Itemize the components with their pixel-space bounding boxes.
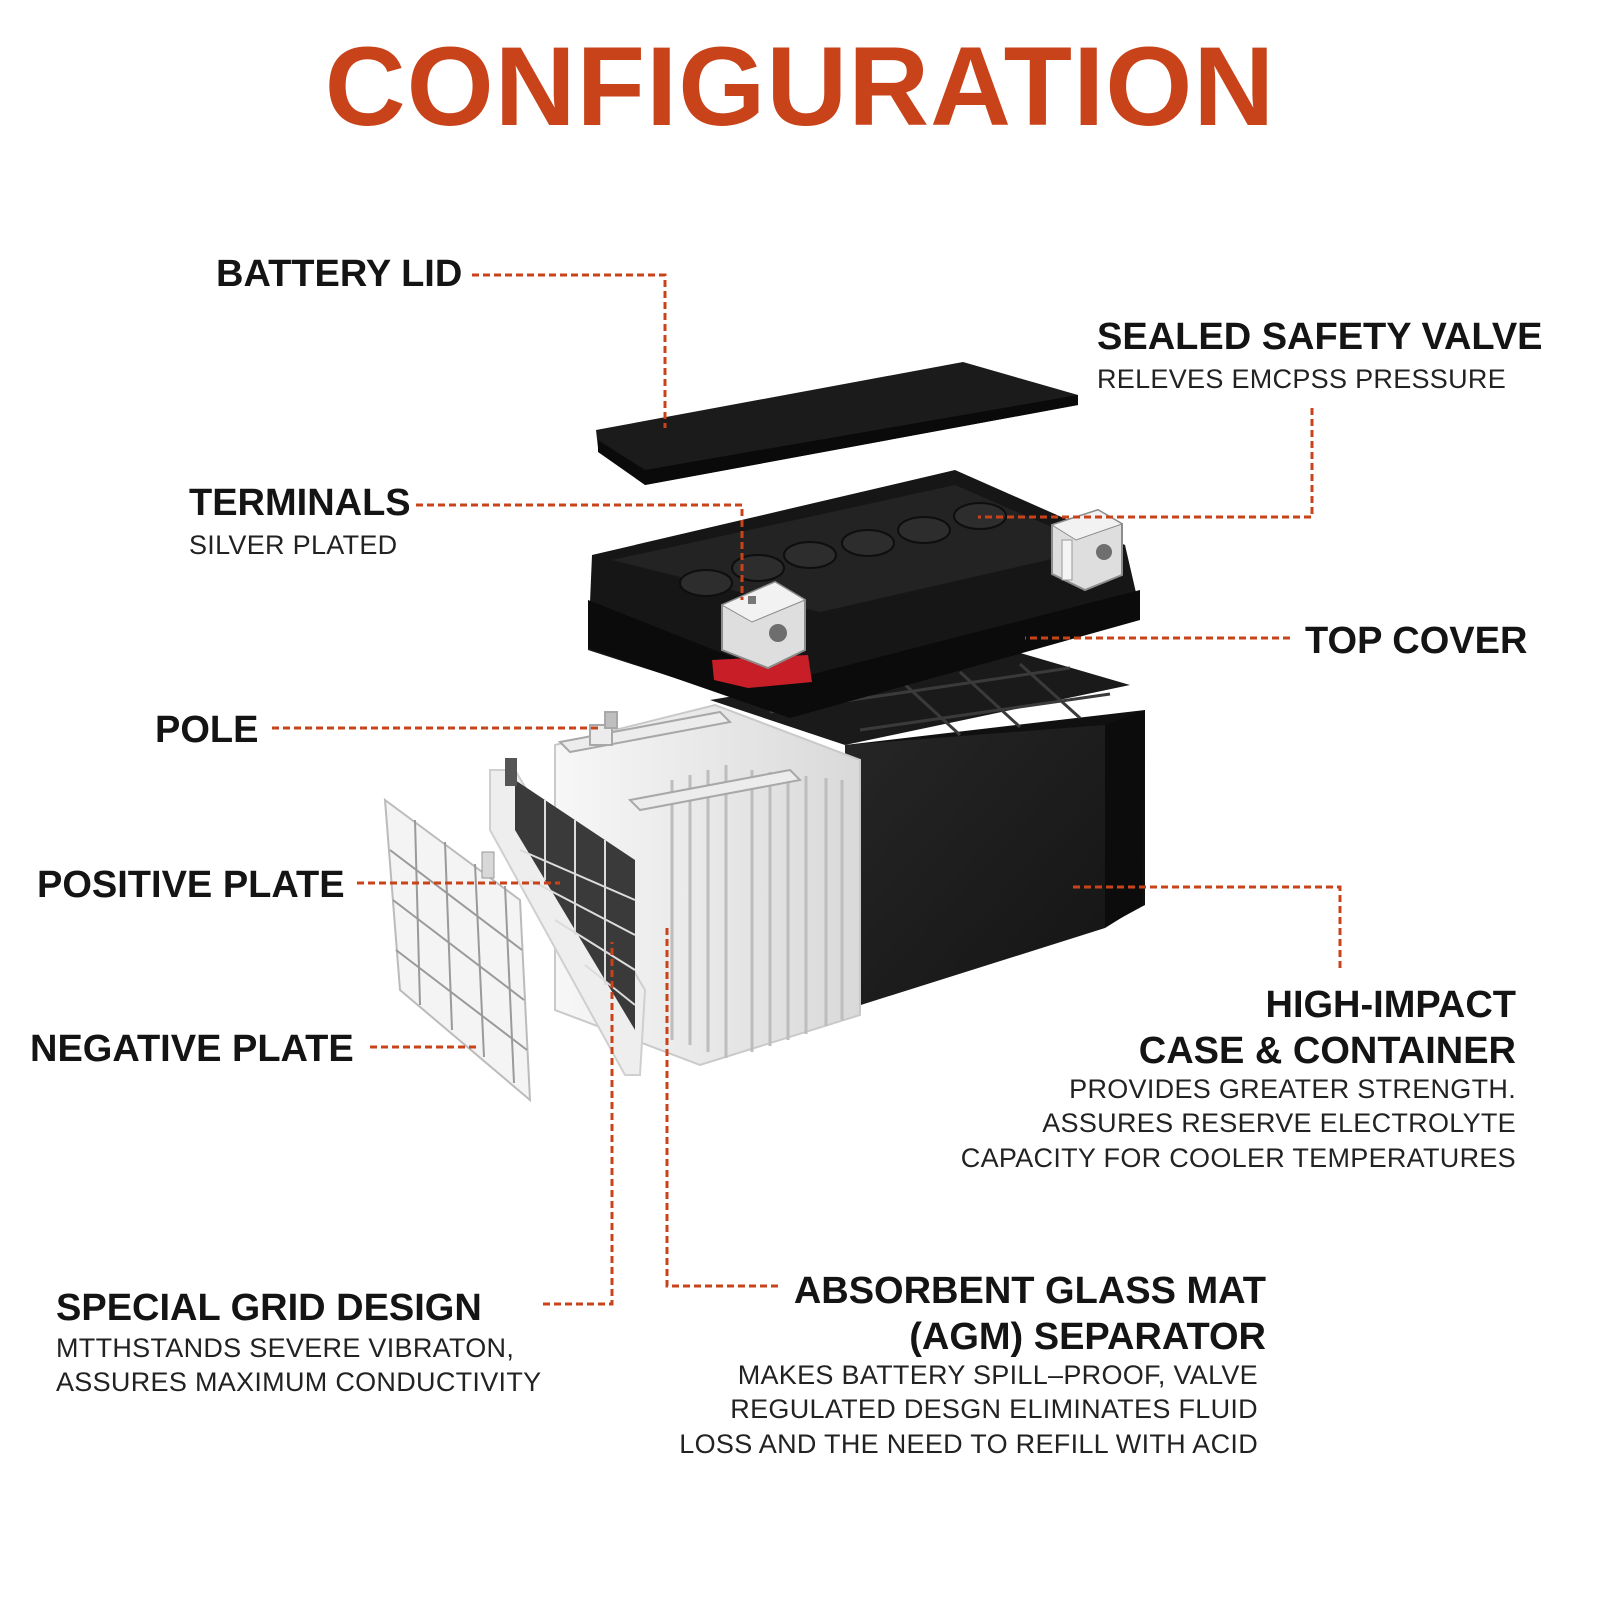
desc-agm-separator-line-3: LOSS AND THE NEED TO REFILL WITH ACID [679,1428,1258,1459]
label-agm-separator-line-2: (AGM) SEPARATOR [909,1316,1266,1359]
label-high-impact-case-line-2: CASE & CONTAINER [1138,1030,1516,1073]
desc-high-impact-case-line-3: CAPACITY FOR COOLER TEMPERATURES [960,1142,1516,1173]
label-pole: POLE [155,709,259,751]
terminal-negative [1050,508,1124,592]
desc-special-grid-design-line-2: ASSURES MAXIMUM CONDUCTIVITY [56,1367,542,1398]
leader-agm-separator [665,925,778,1288]
label-high-impact-case-line-1: HIGH-IMPACT [1265,984,1517,1026]
case-container [710,650,1145,1010]
desc-special-grid-design: MTTHSTANDS SEVERE VIBRATON, ASSURES MAXI… [56,1331,541,1400]
leader-terminals [416,503,744,600]
desc-special-grid-design-line-1: MTTHSTANDS SEVERE VIBRATON, [56,1333,515,1363]
label-high-impact-case: HIGH-IMPACT CASE & CONTAINER [1139,982,1516,1075]
positive-plate [383,797,532,1103]
desc-high-impact-case: PROVIDES GREATER STRENGTH. ASSURES RESER… [961,1072,1516,1175]
leader-battery-lid [472,273,667,428]
desc-sealed-safety-valve: RELEVES EMCPSS PRESSURE [1097,364,1507,394]
terminal-positive [720,580,807,670]
label-sealed-safety-valve: SEALED SAFETY VALVE [1097,316,1543,358]
label-terminals: TERMINALS [189,482,411,524]
desc-high-impact-case-line-1: PROVIDES GREATER STRENGTH. [1069,1074,1516,1104]
label-negative-plate: NEGATIVE PLATE [30,1028,354,1070]
negative-plate [489,758,647,1076]
label-battery-lid: BATTERY LID [216,253,463,295]
leader-lines [272,273,1342,1306]
leader-sealed-safety-valve [978,408,1314,519]
label-agm-separator-line-1: ABSORBENT GLASS MAT [793,1270,1266,1312]
leader-special-grid-design [543,942,614,1306]
label-agm-separator: ABSORBENT GLASS MAT (AGM) SEPARATOR [794,1268,1266,1361]
page-title: CONFIGURATION [324,24,1276,149]
desc-terminals: SILVER PLATED [189,530,398,560]
desc-agm-separator: MAKES BATTERY SPILL–PROOF, VALVE REGULAT… [679,1358,1258,1461]
label-special-grid-design: SPECIAL GRID DESIGN [56,1287,482,1329]
label-top-cover: TOP COVER [1305,620,1528,662]
desc-high-impact-case-line-2: ASSURES RESERVE ELECTROLYTE [1042,1108,1516,1139]
label-positive-plate: POSITIVE PLATE [37,864,345,906]
battery-lid [596,362,1078,485]
desc-agm-separator-line-1: MAKES BATTERY SPILL–PROOF, VALVE [737,1360,1258,1390]
desc-agm-separator-line-2: REGULATED DESGN ELIMINATES FLUID [730,1394,1258,1425]
leader-high-impact-case [1073,885,1342,968]
